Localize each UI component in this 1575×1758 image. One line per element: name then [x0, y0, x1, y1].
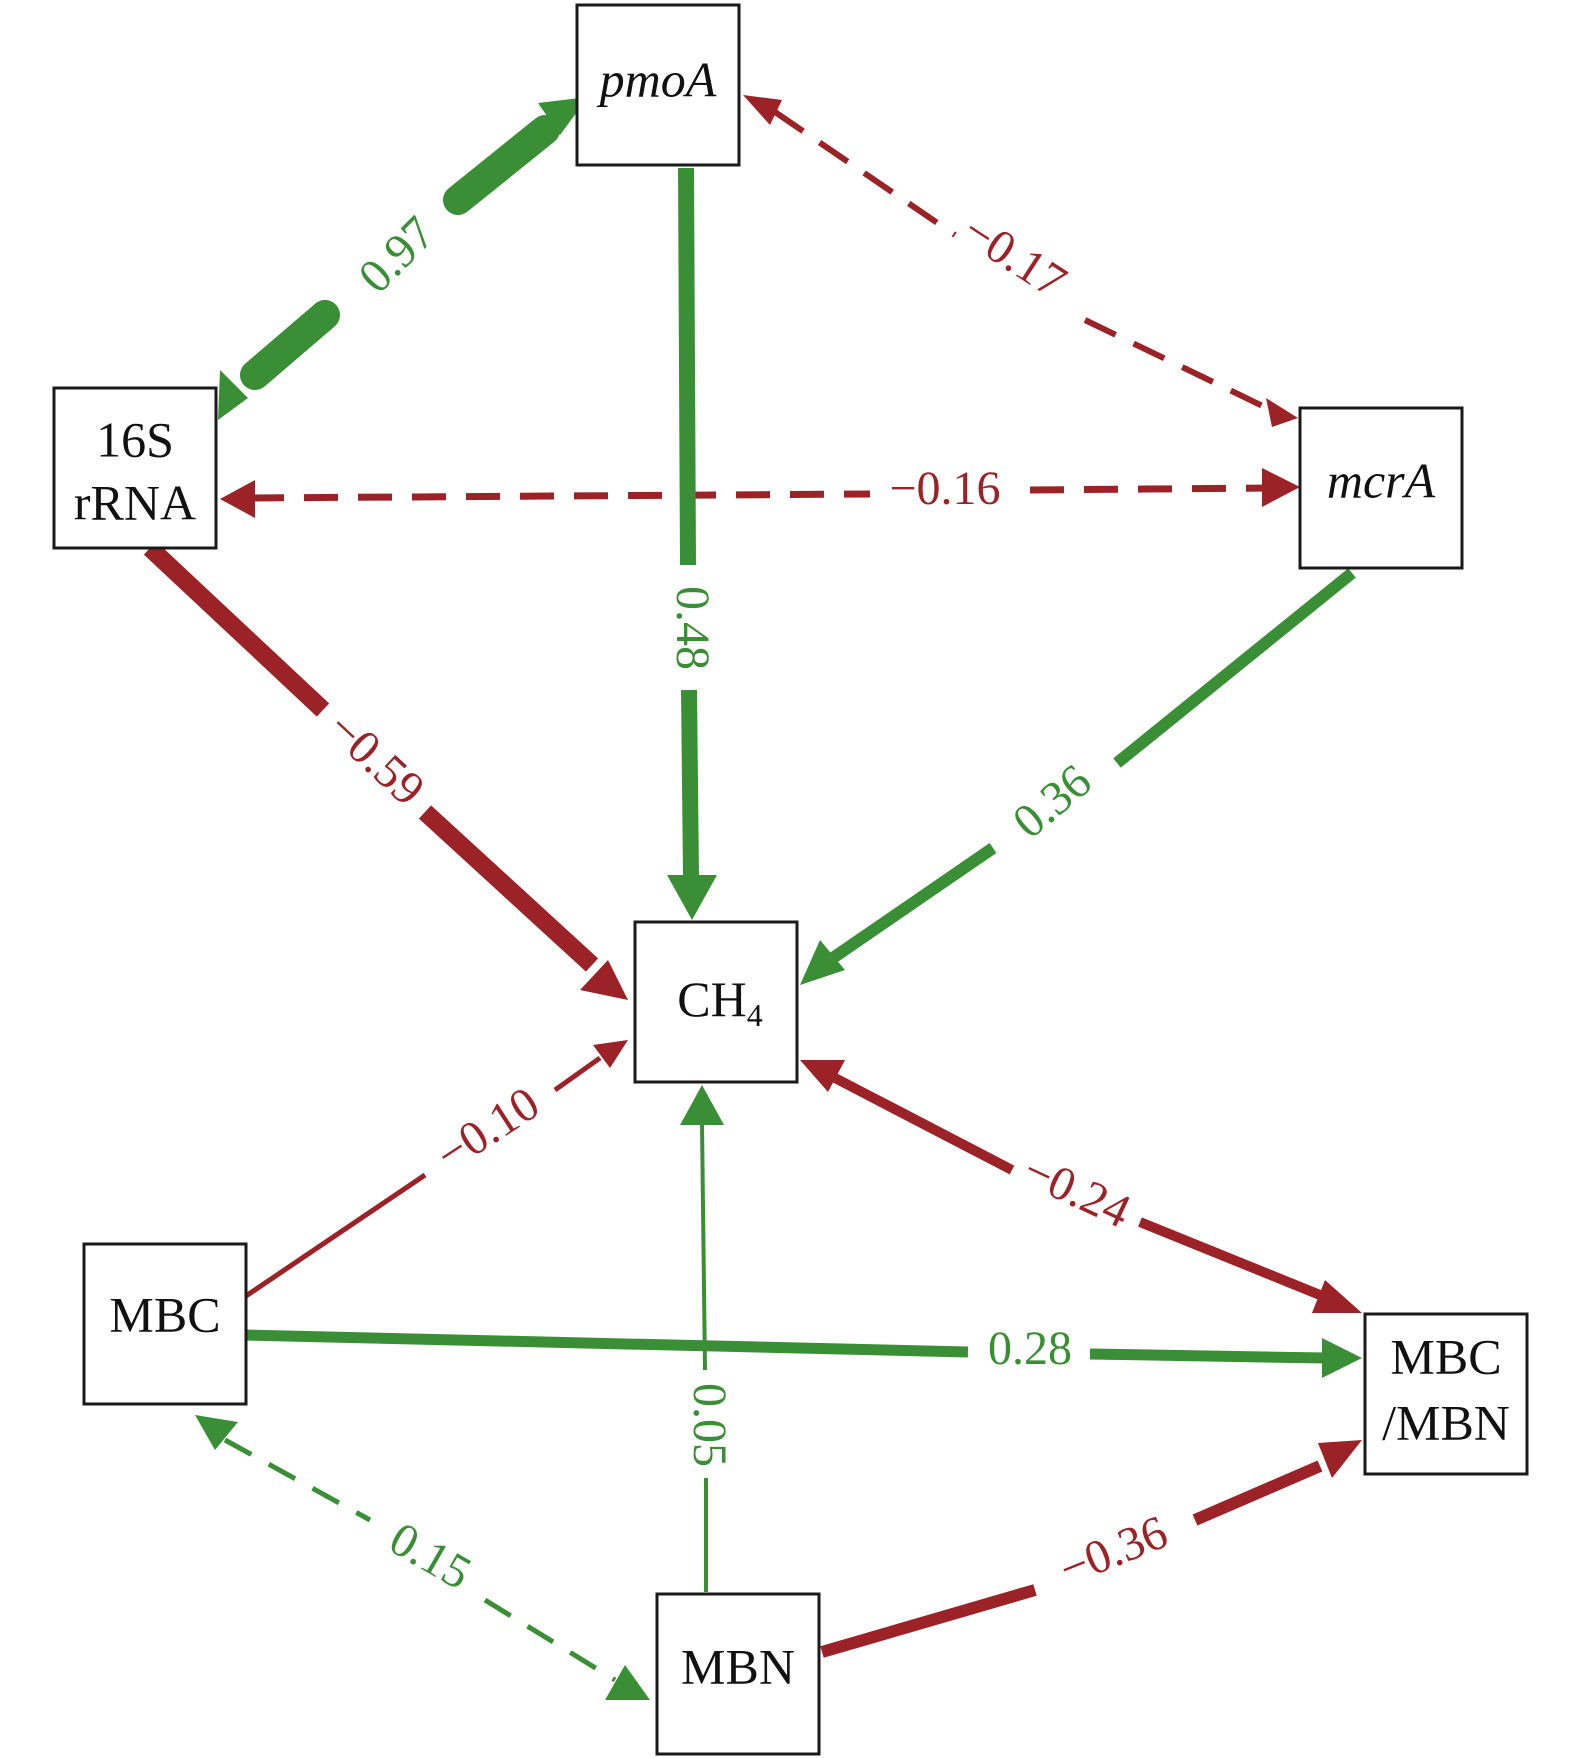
- path-mbn-ch4: [680, 1085, 724, 1592]
- path-mbc-ratio-line: [1089, 1348, 1326, 1364]
- node-mbc-mbn-ratio-label-line1: MBC: [1390, 1328, 1501, 1384]
- path-coefficients: 0.97 −0.17 −0.16 0.48 −0.59 0.36 −0.10 −…: [317, 204, 1174, 1600]
- node-ch4: CH4: [633, 920, 799, 1084]
- path-mbc-mbn-line: [483, 1597, 617, 1683]
- path-mbc-ch4-line: [553, 1055, 602, 1093]
- arrowhead-ch4-end: [667, 875, 717, 920]
- coef-mbc-mbn: 0.15: [381, 1512, 480, 1600]
- path-pmoa-ch4-line: [678, 167, 696, 566]
- node-16s-rrna-box: [52, 386, 218, 550]
- node-ch4-label: CH4: [677, 971, 762, 1033]
- path-mcra-ch4-line: [1113, 568, 1356, 768]
- path-mbn-ratio: [820, 1440, 1362, 1658]
- node-mcra-label: mcrA: [1327, 452, 1436, 508]
- variable-nodes: pmoA 16S rRNA mcrA CH4 MBC MBN MBC /MBN: [52, 3, 1529, 1756]
- path-rrna-mcra-line: [1029, 484, 1271, 494]
- arrowhead-mcra-end: [1266, 398, 1298, 427]
- node-mcra-box: [1298, 406, 1464, 570]
- path-rrna-pmoa-line: [443, 115, 560, 215]
- node-mbc-box: [82, 1242, 248, 1406]
- path-mbc-ratio: [244, 1329, 1362, 1378]
- node-mbc-mbn-ratio-box: [1363, 1312, 1529, 1476]
- node-mbn: MBN: [655, 1592, 821, 1756]
- coef-mbc-ratio: 0.28: [988, 1322, 1072, 1375]
- node-mbc: MBC: [82, 1242, 248, 1406]
- path-mbn-ch4-line: [700, 1124, 707, 1371]
- coef-mbc-ch4: −0.10: [427, 1077, 549, 1182]
- arrowhead-ch4-end: [593, 1040, 628, 1068]
- coef-mbn-ratio: −0.36: [1052, 1505, 1175, 1596]
- node-mbc-mbn-ratio-label-line2: /MBN: [1382, 1394, 1510, 1450]
- path-pmoa-ch4: [667, 167, 717, 920]
- arrowhead-mbc-end: [195, 1415, 238, 1450]
- path-rrna-mcra: [220, 468, 1300, 518]
- node-16s-rrna: 16S rRNA: [52, 386, 218, 550]
- coef-rrna-mcra: −0.16: [889, 462, 1000, 515]
- path-mcra-ch4: [800, 568, 1356, 985]
- coef-mcra-ch4: 0.36: [1003, 754, 1101, 849]
- path-ch4-ratio-line: [832, 1073, 1015, 1175]
- coef-mbn-ch4: 0.05: [683, 1383, 736, 1467]
- node-pmoa-label: pmoA: [597, 51, 717, 107]
- path-pmoa-mcra-line: [1083, 317, 1277, 415]
- path-mbc-ratio-line: [244, 1329, 969, 1358]
- path-mbn-ratio-line: [820, 1584, 1037, 1658]
- path-mbc-mbn: [195, 1415, 650, 1700]
- path-rrna-ch4: [143, 541, 628, 1000]
- path-mbc-ch4-line: [241, 1172, 427, 1301]
- coef-rrna-pmoa: 0.97: [348, 206, 445, 303]
- node-pmoa-box: [575, 3, 741, 167]
- path-mbn-ratio-line: [1192, 1460, 1323, 1526]
- arrowhead-mbn-end: [605, 1665, 650, 1700]
- path-mbc-ch4: [241, 1040, 628, 1301]
- node-16s-rrna-label-line2: rRNA: [74, 474, 196, 530]
- arrowhead-ch4-end: [800, 1060, 845, 1092]
- node-ch4-label-subscript: 4: [747, 997, 763, 1033]
- arrowhead-ratio-end: [1318, 1440, 1362, 1478]
- path-pmoa-ch4-line: [681, 689, 699, 879]
- path-rrna-pmoa: [218, 97, 588, 420]
- arrowhead-ch4-end: [580, 960, 628, 1000]
- node-ch4-label-main: CH: [677, 971, 746, 1027]
- path-pmoa-mcra: [743, 95, 1298, 427]
- node-16s-rrna-label-line1: 16S: [96, 411, 174, 467]
- node-mbn-label: MBN: [681, 1638, 795, 1694]
- arrowhead-ratio-end: [1312, 1280, 1362, 1313]
- arrowhead-rrna-end: [220, 480, 255, 518]
- coef-rrna-ch4: −0.59: [317, 701, 434, 816]
- arrowhead-ratio-end: [1322, 1338, 1362, 1378]
- path-rrna-ch4-line: [143, 541, 330, 717]
- node-pmoa: pmoA: [575, 3, 741, 167]
- node-mbc-mbn-ratio: MBC /MBN: [1363, 1312, 1529, 1476]
- node-mcra: mcrA: [1298, 406, 1464, 570]
- coef-ch4-ratio: −0.24: [1015, 1143, 1138, 1238]
- arrowhead-ch4-end: [680, 1085, 724, 1125]
- coef-pmoa-ch4: 0.48: [666, 586, 719, 670]
- coef-pmoa-mcra: −0.17: [953, 204, 1075, 309]
- path-rrna-ch4-line: [418, 805, 599, 972]
- arrowhead-mcra-end: [1262, 468, 1300, 507]
- arrowhead-ch4-end: [800, 940, 845, 985]
- path-rrna-mcra-line: [249, 490, 871, 502]
- path-pmoa-mcra-line: [773, 109, 957, 238]
- path-connectors: [143, 95, 1362, 1700]
- arrowhead-pmoa-end: [743, 95, 782, 125]
- node-mbc-label: MBC: [109, 1286, 220, 1342]
- node-mbn-box: [655, 1592, 821, 1756]
- path-ch4-ratio-line: [1138, 1217, 1322, 1300]
- path-rrna-pmoa-line: [240, 300, 340, 390]
- node-ch4-box: [633, 920, 799, 1084]
- path-mcra-ch4-line: [826, 843, 997, 965]
- path-mbc-mbn-line: [223, 1437, 372, 1523]
- path-ch4-ratio: [800, 1060, 1362, 1313]
- arrowhead-rrna-end: [218, 370, 248, 420]
